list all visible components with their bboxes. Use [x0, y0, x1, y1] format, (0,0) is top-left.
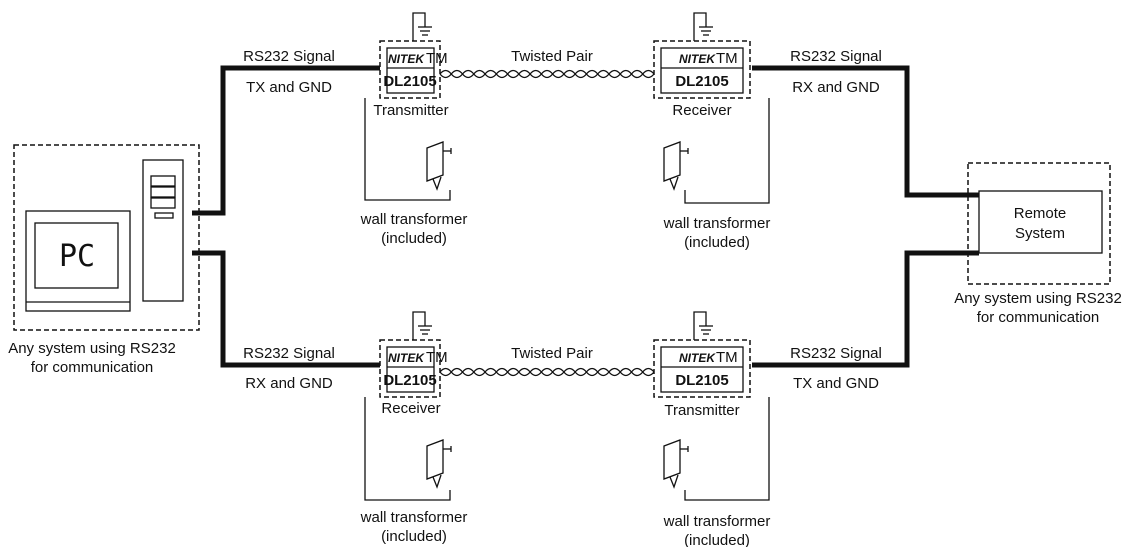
device-role-label: Receiver [672, 102, 731, 119]
device-dashed-outline [379, 40, 441, 99]
top-twisted-pair-cable [439, 69, 655, 79]
bottom-left-pins-label: RX and GND [245, 375, 333, 392]
device-bottom-left-receiver: NITEK TM DL2105 Receiver [379, 339, 448, 417]
device-model: DL2105 [675, 73, 728, 90]
device-top-right-receiver: NITEK TM DL2105 Receiver [653, 40, 751, 119]
remote-system-box [978, 190, 1103, 254]
power-label-line2: (included) [684, 532, 750, 547]
pc-drive-bay-3 [150, 197, 176, 209]
pc-floppy-slot [154, 212, 174, 219]
device-body [386, 346, 435, 393]
ground-icon [693, 311, 713, 340]
device-role-label: Receiver [381, 400, 440, 417]
ground-icon [693, 12, 713, 41]
power-label-line1: wall transformer [360, 509, 468, 526]
device-brand: NITEK [679, 351, 716, 365]
power-lead [364, 397, 451, 501]
power-label-line2: (included) [381, 528, 447, 545]
remote-label-line2: System [1015, 225, 1065, 242]
pc-tower [142, 159, 184, 302]
power-label-line2: (included) [684, 234, 750, 251]
pc-system: PC Any system using RS232 for communicat… [8, 144, 200, 376]
bottom-right-signal-label: RS232 Signal [790, 345, 882, 362]
pc-caption-line2: for communication [31, 359, 154, 376]
power-label-line1: wall transformer [663, 215, 771, 232]
power-lead [684, 397, 770, 501]
pc-screen-label: PC [59, 239, 95, 274]
device-top-left-transmitter: NITEK TM DL2105 Transmitter [373, 40, 449, 119]
device-body [386, 47, 435, 94]
device-brand: NITEK [679, 52, 716, 66]
top-left-pins-label: TX and GND [246, 79, 332, 96]
remote-caption-line2: for communication [977, 309, 1100, 326]
remote-system: Remote System Any system using RS232 for… [954, 162, 1122, 326]
device-dashed-outline [653, 339, 751, 398]
rs232-cables [192, 65, 979, 368]
power-label-line1: wall transformer [663, 513, 771, 530]
device-trademark: TM [716, 50, 738, 67]
device-trademark: TM [426, 349, 448, 366]
ground-icon [412, 12, 432, 41]
bottom-left-signal-label: RS232 Signal [243, 345, 335, 362]
top-left-signal-label: RS232 Signal [243, 48, 335, 65]
cable-pc-to-top-left [192, 65, 380, 216]
device-trademark: TM [716, 349, 738, 366]
wall-transformer-icon [426, 141, 452, 191]
pc-drive-bay-2 [150, 186, 176, 198]
pc-caption-line1: Any system using RS232 [8, 340, 176, 357]
device-model: DL2105 [383, 73, 436, 90]
cable-top-right-to-remote [752, 65, 979, 198]
bottom-twisted-pair-cable [439, 367, 655, 377]
device-role-label: Transmitter [664, 402, 739, 419]
device-bottom-right-transmitter: NITEK TM DL2105 Transmitter [653, 339, 751, 419]
device-dashed-outline [653, 40, 751, 99]
device-brand: NITEK [388, 351, 425, 365]
power-label-line1: wall transformer [360, 211, 468, 228]
pc-monitor-screen [34, 222, 119, 289]
device-body [660, 47, 744, 94]
wall-transformer-icon [663, 141, 689, 191]
power-lead [684, 98, 770, 204]
top-right-signal-label: RS232 Signal [790, 48, 882, 65]
remote-caption-line1: Any system using RS232 [954, 290, 1122, 307]
wall-transformer-icon [426, 439, 452, 489]
device-model: DL2105 [675, 372, 728, 389]
top-right-pins-label: RX and GND [792, 79, 880, 96]
cable-pc-to-bottom-left [192, 250, 380, 368]
remote-label-line1: Remote [1014, 205, 1067, 222]
device-brand: NITEK [388, 52, 425, 66]
pc-monitor [25, 210, 131, 312]
pc-dashed-boundary [13, 144, 200, 331]
pc-drive-bay-1 [150, 175, 176, 187]
remote-dashed-boundary [967, 162, 1111, 285]
cable-bottom-right-to-remote [752, 250, 979, 368]
device-model: DL2105 [383, 372, 436, 389]
device-role-label: Transmitter [373, 102, 448, 119]
top-twisted-pair-label: Twisted Pair [511, 48, 593, 65]
device-trademark: TM [426, 50, 448, 67]
power-label-line2: (included) [381, 230, 447, 247]
wall-transformer-icon [663, 439, 689, 489]
bottom-twisted-pair-label: Twisted Pair [511, 345, 593, 362]
power-lead [364, 98, 451, 201]
device-dashed-outline [379, 339, 441, 398]
ground-icon [412, 311, 432, 340]
bottom-right-pins-label: TX and GND [793, 375, 879, 392]
device-body [660, 346, 744, 393]
